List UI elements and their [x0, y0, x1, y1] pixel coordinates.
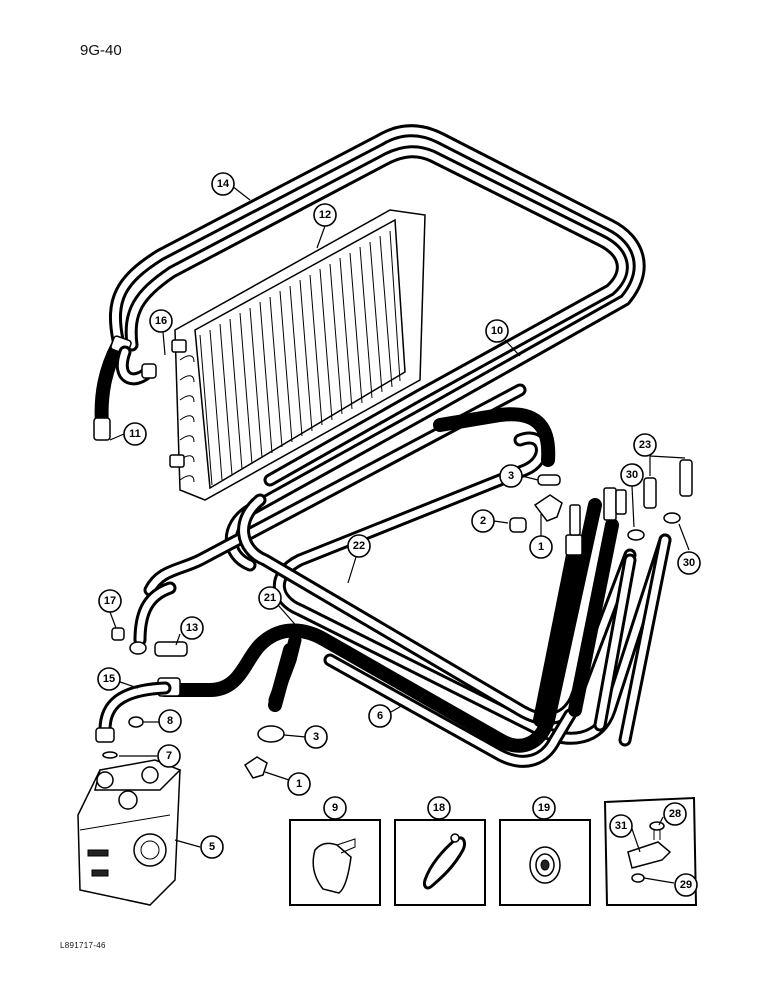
callout-label-6: 6	[377, 710, 383, 722]
condenser	[169, 209, 426, 501]
hose-10	[143, 383, 527, 597]
figure-code: L891717-46	[60, 941, 106, 950]
callout-28: 28	[663, 802, 687, 826]
callout-1-upper: 1	[529, 535, 553, 559]
callout-label-7: 7	[166, 750, 172, 762]
callout-1-lower: 1	[287, 772, 311, 796]
callout-label-10: 10	[491, 325, 503, 337]
callout-label-3-lower: 3	[313, 731, 319, 743]
callout-21: 21	[258, 586, 282, 610]
callout-31: 31	[609, 814, 633, 838]
callout-label-29: 29	[680, 879, 692, 891]
callout-12: 12	[313, 203, 337, 227]
callout-label-30-upper: 30	[626, 469, 638, 481]
callout-2: 2	[471, 509, 495, 533]
callout-9: 9	[323, 796, 347, 820]
callout-label-17: 17	[104, 595, 116, 607]
condenser-coils	[179, 355, 195, 483]
callout-label-18: 18	[433, 802, 445, 814]
inset-18	[394, 819, 486, 906]
callout-label-16: 16	[155, 315, 167, 327]
callout-label-5: 5	[209, 841, 215, 853]
callout-15: 15	[97, 667, 121, 691]
callout-30-lower: 30	[677, 551, 701, 575]
callout-label-1-upper: 1	[538, 541, 544, 553]
compressor-fittings	[95, 581, 188, 759]
hose-6-21	[158, 498, 602, 768]
callout-label-1-lower: 1	[296, 778, 302, 790]
callout-6: 6	[368, 704, 392, 728]
hose-14	[108, 124, 646, 572]
fittings-lower	[243, 725, 285, 779]
callout-3-lower: 3	[304, 725, 328, 749]
right-hose-ends	[533, 487, 672, 747]
callout-label-23: 23	[639, 439, 651, 451]
callout-23: 23	[633, 433, 657, 457]
callout-30-upper: 30	[620, 463, 644, 487]
fittings-upper	[509, 474, 563, 533]
callout-label-19: 19	[538, 802, 550, 814]
callout-label-9: 9	[332, 802, 338, 814]
callout-label-13: 13	[186, 622, 198, 634]
callout-19: 19	[532, 796, 556, 820]
leader-lines	[109, 185, 690, 884]
callout-label-15: 15	[103, 673, 115, 685]
callout-3-upper: 3	[499, 464, 523, 488]
callout-label-28: 28	[669, 808, 681, 820]
callout-label-22: 22	[353, 540, 365, 552]
callout-5: 5	[200, 835, 224, 859]
inset-19	[499, 819, 591, 906]
callout-label-14: 14	[217, 178, 230, 190]
clamp-30	[627, 512, 681, 541]
callout-11: 11	[123, 422, 147, 446]
callout-18: 18	[427, 796, 451, 820]
callout-7: 7	[157, 744, 181, 768]
callout-label-11: 11	[129, 428, 141, 440]
callout-label-31: 31	[615, 820, 627, 832]
callout-22: 22	[347, 534, 371, 558]
callout-label-8: 8	[167, 715, 173, 727]
callout-label-21: 21	[264, 592, 276, 604]
callout-13: 13	[180, 616, 204, 640]
hose-14-end	[93, 335, 157, 441]
callout-label-30-lower: 30	[683, 557, 695, 569]
callout-label-3-upper: 3	[508, 470, 514, 482]
inset-9	[289, 819, 381, 906]
callout-label-12: 12	[319, 209, 331, 221]
hose-elbow-top	[433, 407, 556, 467]
callout-10: 10	[485, 319, 509, 343]
page-number: 9G-40	[80, 42, 122, 59]
callout-14: 14	[211, 172, 235, 196]
callout-8: 8	[158, 709, 182, 733]
compressor	[77, 759, 182, 906]
callout-29: 29	[674, 873, 698, 897]
callout-16: 16	[149, 309, 173, 333]
callout-label-2: 2	[480, 515, 486, 527]
fitting-23	[615, 459, 693, 515]
callout-17: 17	[98, 589, 122, 613]
